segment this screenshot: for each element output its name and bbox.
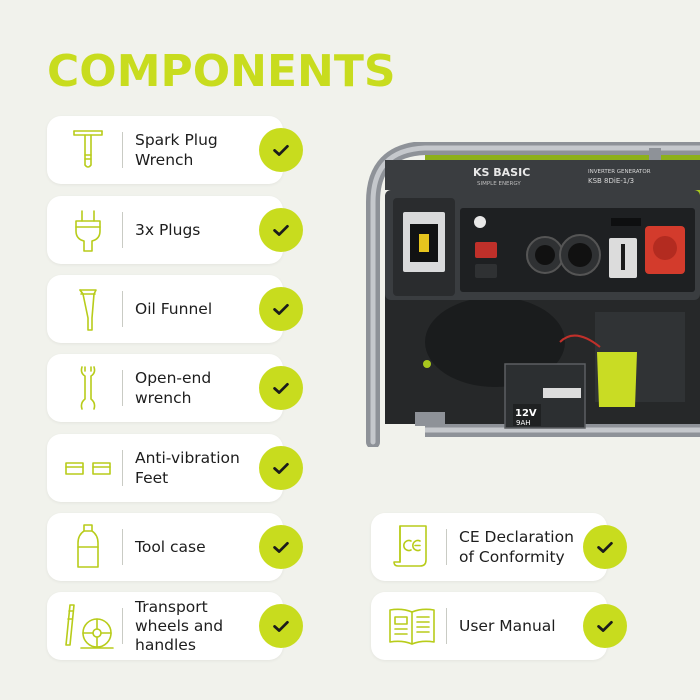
card-divider	[122, 291, 123, 327]
component-label: 3x Plugs	[135, 221, 201, 239]
component-card-open-end-wrench: Open-end wrench	[47, 354, 283, 422]
product-brand: KS BASIC	[473, 166, 530, 179]
product-model-line2: KSB 8DiE-1/3	[588, 177, 634, 185]
card-divider	[122, 370, 123, 406]
check-icon	[259, 366, 303, 410]
battery-voltage: 12V	[515, 408, 537, 419]
component-label: User Manual	[459, 617, 556, 635]
check-icon	[259, 525, 303, 569]
component-label: Tool case	[135, 538, 206, 556]
ce-document-icon	[385, 520, 439, 574]
component-card-tool-case: Tool case	[47, 513, 283, 581]
product-model-line1: INVERTER GENERATOR	[588, 169, 651, 175]
transport-wheel-icon	[61, 599, 115, 653]
battery-capacity: 9AH	[516, 419, 531, 427]
card-divider	[122, 212, 123, 248]
user-manual-icon	[385, 599, 439, 653]
check-icon	[259, 128, 303, 172]
component-card-anti-vibration-feet: Anti-vibration Feet	[47, 434, 283, 502]
anti-vibration-feet-icon	[61, 441, 115, 495]
generator-product-image: 12V 9AH KS BASIC SIMPLE ENERGY INVERTER …	[355, 142, 700, 447]
funnel-icon	[61, 282, 115, 336]
component-card-plugs: 3x Plugs	[47, 196, 283, 264]
plug-icon	[61, 203, 115, 257]
component-card-oil-funnel: Oil Funnel	[47, 275, 283, 343]
check-icon	[259, 287, 303, 331]
component-card-transport-wheels: Transport wheels and handles	[47, 592, 283, 660]
check-icon	[259, 604, 303, 648]
component-card-spark-plug-wrench: Spark Plug Wrench	[47, 116, 283, 184]
component-label: Transport wheels and handles	[135, 597, 224, 654]
component-label: Anti-vibration Feet	[135, 449, 240, 487]
card-divider	[446, 529, 447, 565]
open-end-wrench-icon	[61, 361, 115, 415]
tool-case-icon	[61, 520, 115, 574]
check-icon	[583, 604, 627, 648]
component-card-ce-declaration: CE Declaration of Conformity	[371, 513, 607, 581]
card-divider	[122, 132, 123, 168]
check-icon	[259, 446, 303, 490]
component-label: Spark Plug Wrench	[135, 131, 218, 169]
check-icon	[259, 208, 303, 252]
card-divider	[122, 608, 123, 644]
card-divider	[122, 450, 123, 486]
page-title: COMPONENTS	[47, 46, 396, 97]
spark-plug-wrench-icon	[61, 123, 115, 177]
component-label: CE Declaration of Conformity	[459, 528, 574, 566]
card-divider	[446, 608, 447, 644]
check-icon	[583, 525, 627, 569]
component-label: Open-end wrench	[135, 369, 212, 407]
card-divider	[122, 529, 123, 565]
product-tagline: SIMPLE ENERGY	[477, 181, 521, 187]
component-card-user-manual: User Manual	[371, 592, 607, 660]
component-label: Oil Funnel	[135, 300, 213, 318]
